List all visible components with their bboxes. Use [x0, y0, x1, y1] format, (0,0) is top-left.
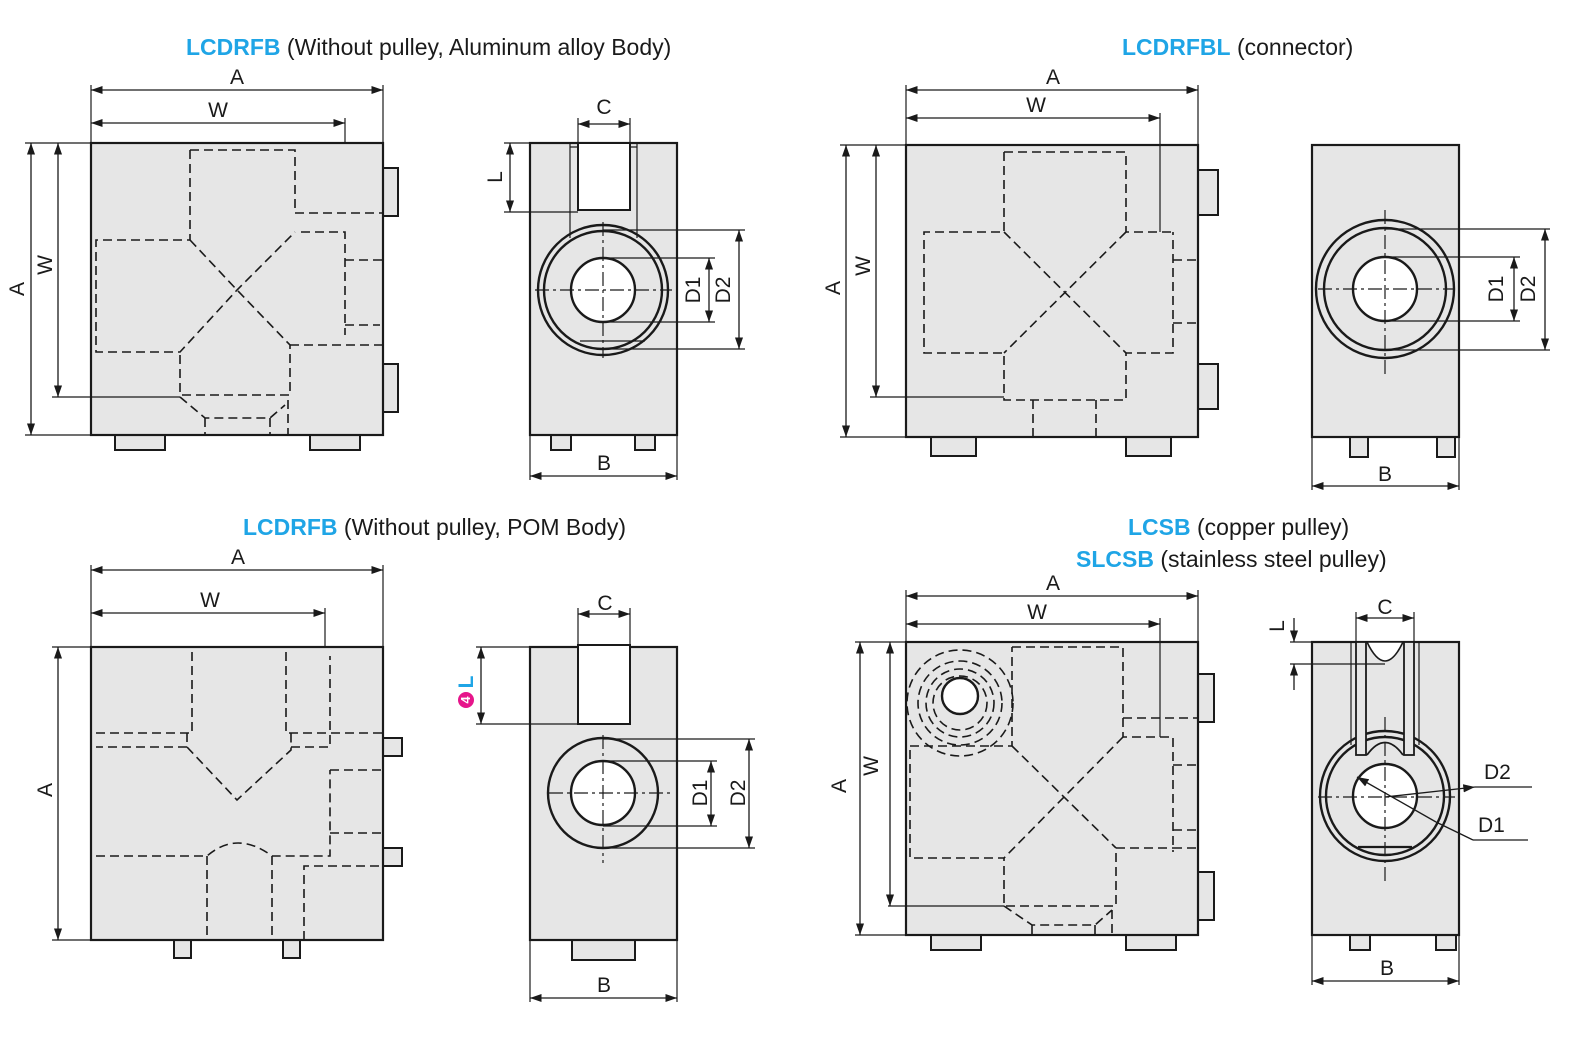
- dim-label-l: L: [1266, 620, 1289, 632]
- dim-label-a: A: [1046, 66, 1060, 89]
- view-lcdrfb-pom-front: A W A: [34, 546, 403, 959]
- block-body: [904, 143, 1200, 439]
- title-slcsb-stainless: SLCSB (stainless steel pulley): [1076, 546, 1387, 573]
- dim-label-l: L: [484, 171, 507, 183]
- slot: [577, 142, 631, 211]
- dim-label-w: W: [1026, 94, 1046, 117]
- dim-label-a: A: [822, 281, 845, 295]
- badge-circle: [458, 692, 474, 708]
- dim-label-d1: D1: [1478, 814, 1505, 837]
- model-code: LCDRFB: [186, 34, 281, 60]
- dim-label-a: A: [34, 783, 57, 797]
- side-lug: [382, 167, 399, 217]
- view-lcdrfb-al-side: C L D1 D2 B: [484, 96, 745, 481]
- slot: [577, 644, 631, 725]
- model-desc: (Without pulley, POM Body): [337, 514, 626, 540]
- dim-label-d1: D1: [682, 277, 705, 304]
- dim-label-b: B: [1378, 463, 1392, 486]
- model-desc: (Without pulley, Aluminum alloy Body): [280, 34, 672, 60]
- model-desc: (connector): [1230, 34, 1354, 60]
- view-lcdrfbl-side: D1 D2 B: [1310, 143, 1550, 491]
- dim-label-a: A: [6, 282, 29, 296]
- model-code: LCDRFB: [243, 514, 338, 540]
- view-lcdrfbl-front: A W A W: [822, 66, 1219, 457]
- model-code: LCSB: [1128, 514, 1191, 540]
- block-body: [89, 645, 385, 942]
- pulley-groove: [1365, 641, 1405, 662]
- dim-label-b: B: [1380, 957, 1394, 980]
- dim-label-d2: D2: [1517, 276, 1540, 303]
- title-lcdrfb-pom: LCDRFB (Without pulley, POM Body): [243, 514, 626, 541]
- dim-label-d1: D1: [1485, 276, 1508, 303]
- dim-label-d1: D1: [689, 780, 712, 807]
- dim-label-d2: D2: [1484, 761, 1511, 784]
- dim-label-b: B: [597, 974, 611, 997]
- view-lcdrfb-pom-side: C 4 L D1 D2 B: [455, 592, 755, 1003]
- dim-label-w: W: [200, 589, 220, 612]
- mounting-lug: [114, 434, 166, 451]
- dim-label-c: C: [596, 96, 611, 119]
- callout-badge: 4 L: [455, 675, 478, 708]
- dim-label-w: W: [208, 99, 228, 122]
- title-lcdrfb-aluminum: LCDRFB (Without pulley, Aluminum alloy B…: [186, 34, 671, 61]
- dim-label-c: C: [1377, 596, 1392, 619]
- dim-label-a: A: [1046, 572, 1060, 595]
- dim-label-w: W: [34, 255, 57, 275]
- dim-label-d2: D2: [727, 780, 750, 807]
- model-desc: (stainless steel pulley): [1153, 546, 1387, 572]
- dim-label-c: C: [597, 592, 612, 615]
- badge-number: 4: [458, 696, 473, 704]
- dim-label-w: W: [852, 256, 875, 276]
- dim-label-a: A: [230, 66, 244, 89]
- pulley-plate: [1403, 641, 1415, 756]
- view-lcdrfb-al-front: A W A W: [6, 66, 399, 451]
- dim-label-a: A: [828, 779, 851, 793]
- title-lcdrfbl-connector: LCDRFBL (connector): [1122, 34, 1353, 61]
- model-code: LCDRFBL: [1122, 34, 1231, 60]
- model-code: SLCSB: [1076, 546, 1154, 572]
- model-desc: (copper pulley): [1190, 514, 1350, 540]
- view-lcsb-front: A W A W: [828, 572, 1215, 951]
- badge-label: L: [455, 675, 478, 688]
- title-lcsb-copper: LCSB (copper pulley): [1128, 514, 1349, 541]
- dim-label-a: A: [231, 546, 245, 569]
- pulley-hole: [940, 676, 980, 716]
- view-lcsb-side: D2 D1 C L B: [1266, 596, 1532, 986]
- dim-label-w: W: [860, 756, 883, 776]
- mounting-lug: [309, 434, 361, 451]
- dim-label-w: W: [1027, 601, 1047, 624]
- dim-label-b: B: [597, 452, 611, 475]
- side-lug: [382, 363, 399, 413]
- dim-label-d2: D2: [712, 277, 735, 304]
- pulley-plate: [1355, 641, 1367, 756]
